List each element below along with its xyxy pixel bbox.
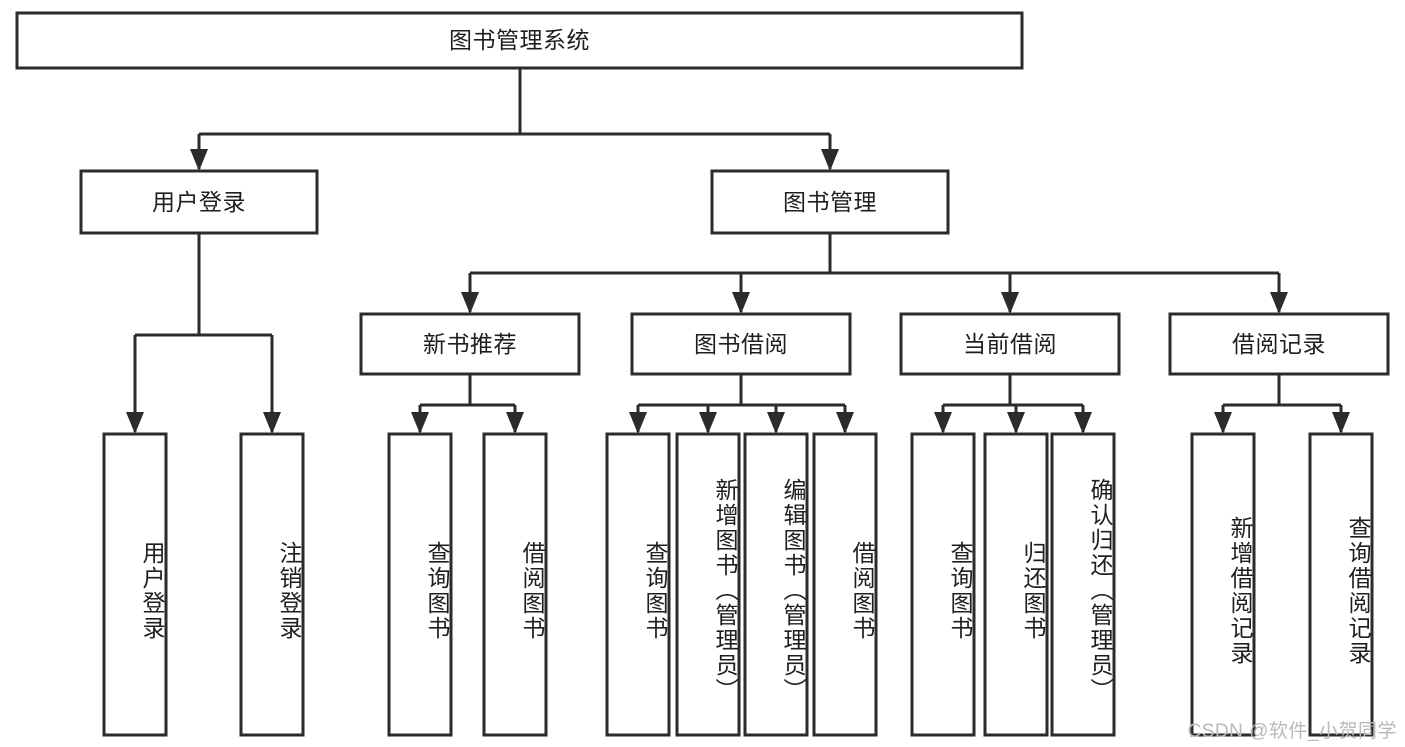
arrowhead-icon (699, 412, 717, 434)
node-level2-0 (79, 169, 319, 235)
arrowhead-icon (1214, 412, 1232, 434)
node-root (15, 11, 1024, 70)
arrowhead-icon (263, 412, 281, 434)
arrowhead-icon (126, 412, 144, 434)
arrowhead-icon (190, 149, 208, 171)
node-leaf-5 (675, 432, 741, 737)
node-level3-1 (630, 312, 852, 376)
arrowhead-icon (506, 412, 524, 434)
arrowhead-icon (1332, 412, 1350, 434)
arrowhead-icon (732, 292, 750, 314)
arrowhead-icon (836, 412, 854, 434)
connector-layer (126, 68, 1350, 434)
arrowhead-icon (461, 292, 479, 314)
node-leaf-3 (482, 432, 548, 737)
arrowhead-icon (411, 412, 429, 434)
node-leaf-11 (1190, 432, 1256, 737)
node-leaf-0 (102, 432, 168, 737)
arrowhead-icon (1270, 292, 1288, 314)
node-level2-1 (710, 169, 950, 235)
node-leaf-2 (387, 432, 453, 737)
node-leaf-9 (983, 432, 1049, 737)
arrowhead-icon (934, 412, 952, 434)
node-leaf-4 (605, 432, 671, 737)
arrowhead-icon (629, 412, 647, 434)
arrowhead-icon (1074, 412, 1092, 434)
node-level3-2 (899, 312, 1121, 376)
node-level3-3 (1168, 312, 1390, 376)
node-level3-0 (359, 312, 581, 376)
arrowhead-icon (767, 412, 785, 434)
node-layer (15, 11, 1390, 737)
node-leaf-7 (812, 432, 878, 737)
arrowhead-icon (821, 149, 839, 171)
node-leaf-6 (743, 432, 809, 737)
node-leaf-10 (1050, 432, 1116, 737)
arrowhead-icon (1007, 412, 1025, 434)
arrowhead-icon (1001, 292, 1019, 314)
node-leaf-8 (910, 432, 976, 737)
node-leaf-1 (239, 432, 305, 737)
node-leaf-12 (1308, 432, 1374, 737)
